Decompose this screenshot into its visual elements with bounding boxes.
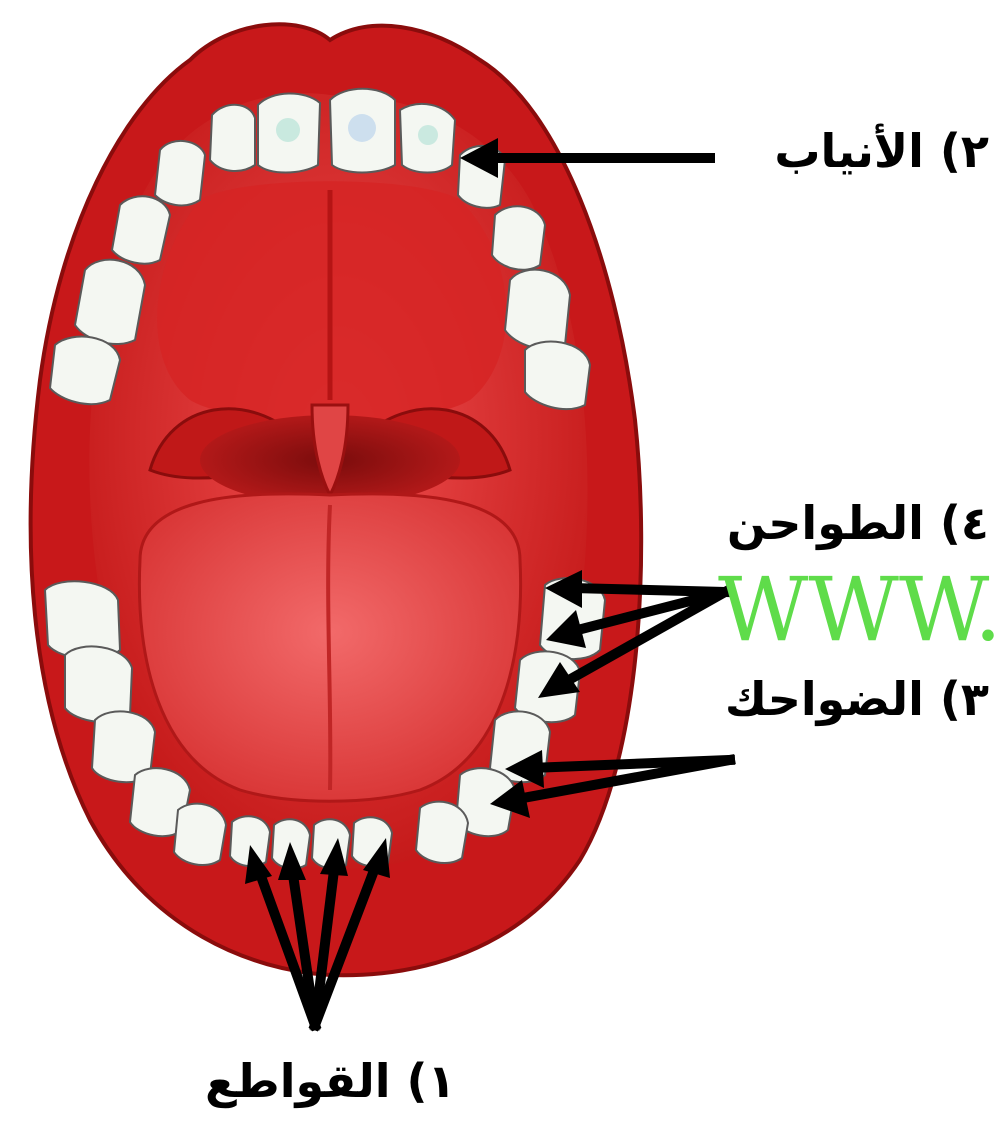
label-incisors: ١) القواطع bbox=[205, 1058, 456, 1104]
arrow-molars-1 bbox=[572, 588, 725, 592]
watermark: WWW. bbox=[718, 566, 1002, 654]
label-molars: ٤) الطواحن bbox=[727, 500, 989, 546]
tongue-midline bbox=[328, 505, 330, 790]
label-premolars: ٣) الضواحك bbox=[725, 676, 989, 722]
label-canines: ٢) الأنياب bbox=[774, 128, 989, 174]
